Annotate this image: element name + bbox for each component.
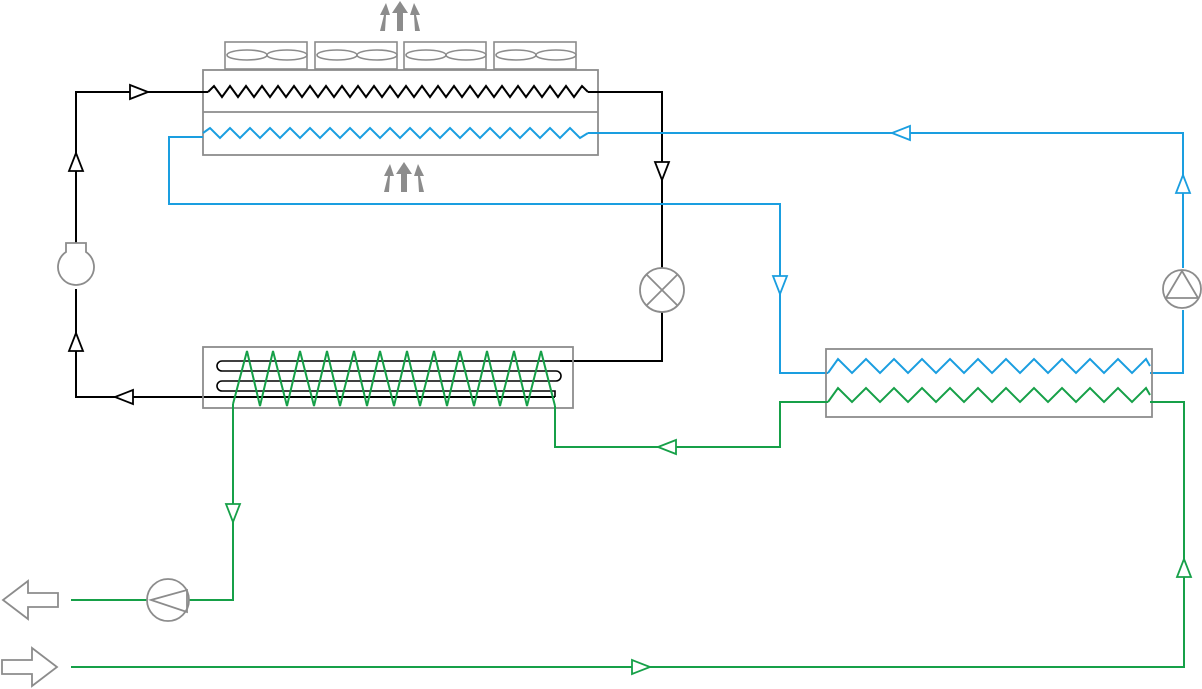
flow-direction-arrow-icon [224,503,242,525]
dry-cooler-unit [202,1,599,192]
glycol-return-inlet-line [71,401,1185,668]
flow-direction-arrow-icon [631,658,653,676]
return-inlet-arrow-icon [1,646,59,688]
flow-direction-arrow-icon [129,83,151,101]
evaporator-refrigerant-tubes [216,360,562,397]
flow-direction-arrow-icon [1174,172,1192,194]
flow-direction-arrow-icon [653,161,671,183]
evaporator-unit [202,346,574,409]
evaporator-glycol-coil [232,350,556,407]
fan-row [224,41,577,70]
pump-icon [1162,269,1202,309]
airflow-up-arrows-icon [384,162,424,192]
flow-direction-arrow-icon [67,330,85,352]
glycol-loop [71,401,1193,676]
flow-direction-arrow-icon [889,124,911,142]
flow-direction-arrow-icon [67,150,85,172]
valve-to-evaporator-line [560,312,663,362]
glycol-evaporator-outlet-line [189,404,234,601]
flow-direction-arrow-icon [1175,556,1193,578]
heat-exchanger-water-side [827,357,1151,375]
fan-icon [493,41,577,70]
evaporator-casing [202,346,574,409]
heat-exchanger-glycol-side [827,386,1151,404]
glycol-hx-to-evaporator-line [554,401,828,448]
fan-icon [314,41,398,70]
compressor-icon [57,242,95,286]
flow-direction-arrow-icon [771,275,789,297]
flow-direction-arrow-icon [112,388,134,406]
flow-direction-arrow-icon [655,438,677,456]
airflow-up-arrows-icon [380,1,420,31]
dry-cooler-water-coil [202,126,589,140]
fan-icon [224,41,308,70]
expansion-valve-icon [639,267,685,313]
plate-heat-exchanger [825,348,1153,418]
heat-exchanger-casing [825,348,1153,418]
pump-icon [146,578,190,622]
water-loop [168,124,1202,374]
water-pump-discharge-line [588,132,1184,268]
hot-gas-line [75,91,208,243]
water-return-line [168,136,828,374]
water-supply-line [1150,310,1184,374]
supply-outlet-arrow-icon [1,579,59,621]
fan-icon [403,41,487,70]
condenser-coil [207,84,589,99]
liquid-line [588,91,663,268]
